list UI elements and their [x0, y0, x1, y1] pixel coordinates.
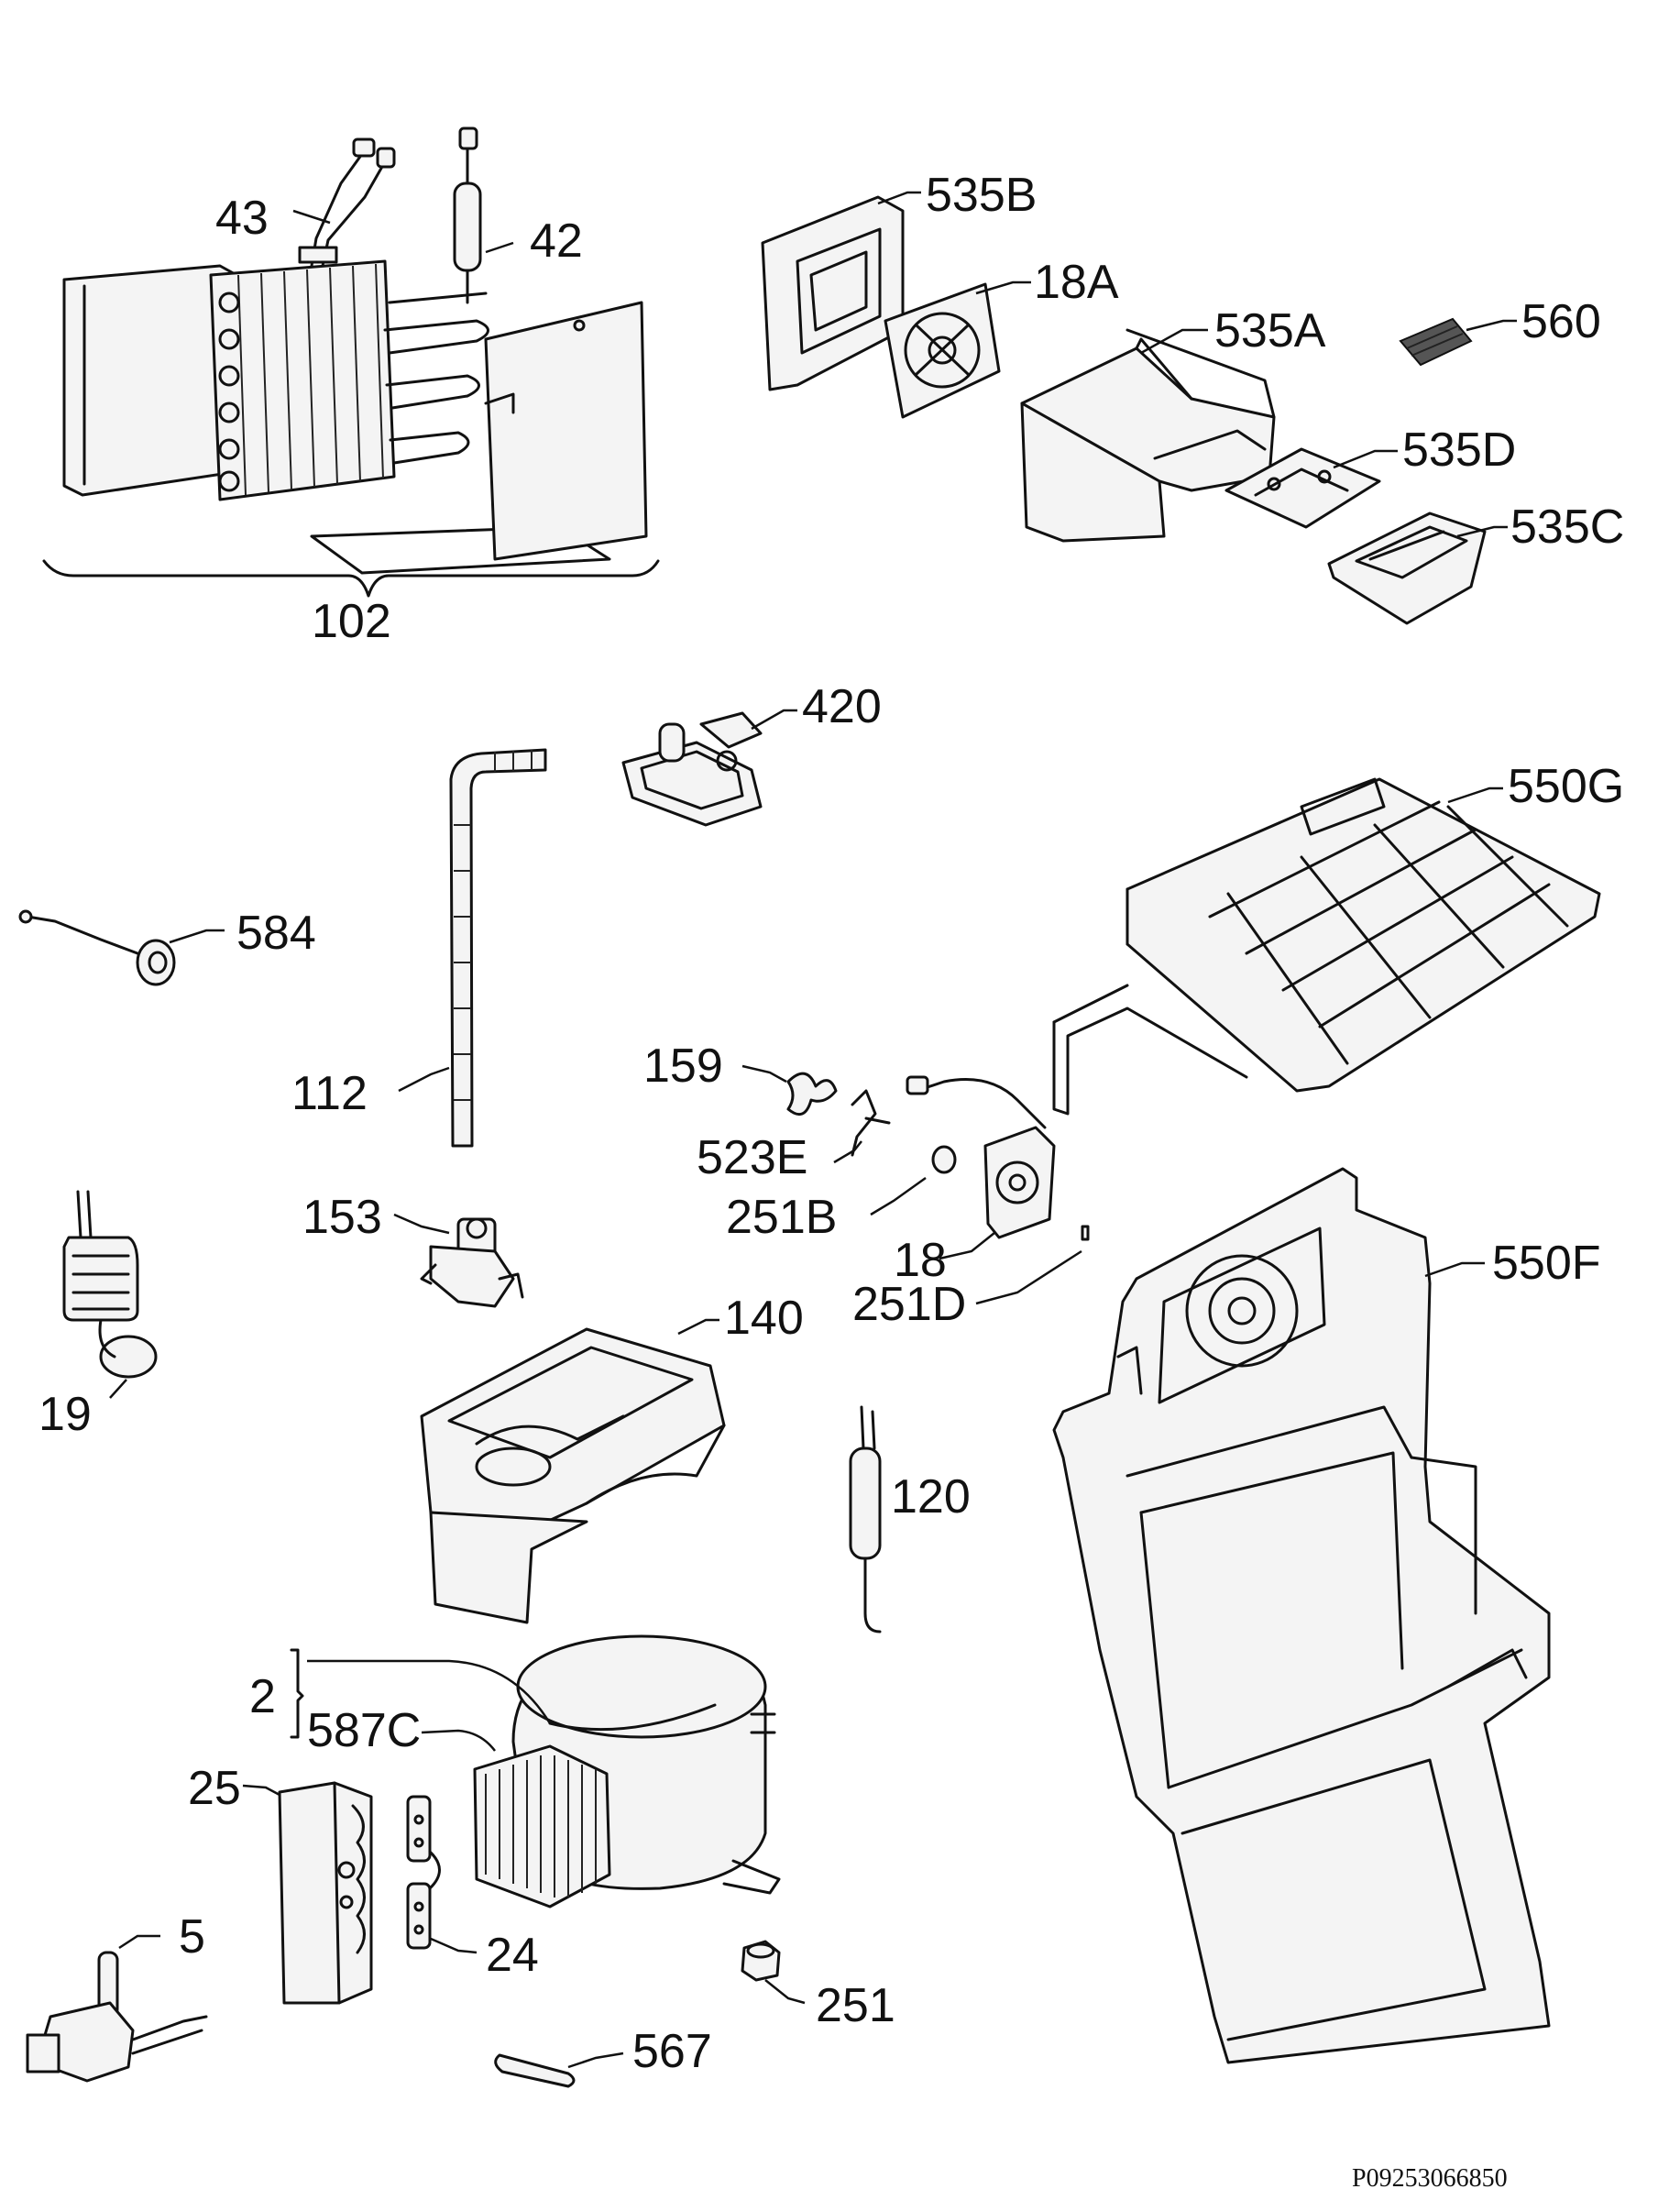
label-18: 18: [894, 1234, 947, 1287]
sensor-584: [18, 909, 225, 986]
compressor-group: [26, 1634, 806, 2088]
heater-19: [62, 1190, 158, 1399]
label-560: 560: [1521, 295, 1601, 348]
label-420: 420: [802, 680, 882, 733]
label-523E: 523E: [697, 1131, 807, 1184]
document-code: P09253066850: [1352, 2164, 1508, 2193]
label-2: 2: [249, 1670, 276, 1723]
label-112: 112: [291, 1067, 368, 1120]
valve-153: [393, 1213, 524, 1308]
label-120: 120: [891, 1470, 971, 1524]
part-labels: 43 42 102 535B 18A 535A 560 535D 535C 42…: [38, 169, 1624, 2193]
bracket-420: [621, 709, 797, 827]
air-duct-550F: [1052, 1167, 1551, 2064]
label-43: 43: [215, 192, 269, 245]
label-102: 102: [312, 595, 391, 648]
label-535D: 535D: [1402, 424, 1516, 477]
label-550G: 550G: [1508, 760, 1624, 813]
label-140: 140: [724, 1292, 804, 1345]
label-42: 42: [530, 214, 583, 268]
dispenser-group-535: [761, 191, 1517, 625]
evaporator-assembly-102: [42, 126, 660, 598]
label-584: 584: [236, 907, 316, 960]
label-159: 159: [643, 1040, 723, 1093]
label-587C: 587C: [307, 1704, 421, 1757]
drip-tray-140: [420, 1318, 726, 1624]
label-535C: 535C: [1510, 500, 1624, 554]
label-24: 24: [486, 1929, 539, 1982]
label-251B: 251B: [726, 1191, 837, 1244]
heater-tube-112: [398, 748, 547, 1148]
label-5: 5: [179, 1910, 205, 1964]
label-535B: 535B: [926, 169, 1037, 222]
label-251D: 251D: [852, 1278, 966, 1331]
shelf-rack-550G: [1052, 777, 1601, 1116]
label-535A: 535A: [1214, 304, 1326, 358]
label-251: 251: [816, 1979, 895, 2032]
filter-drier-120: [849, 1405, 882, 1634]
label-550F: 550F: [1492, 1237, 1601, 1290]
fan-motor-group: [741, 1064, 1090, 1305]
label-19: 19: [38, 1388, 92, 1441]
label-567: 567: [632, 2025, 712, 2078]
label-25: 25: [188, 1762, 241, 1815]
label-18A: 18A: [1034, 256, 1119, 309]
label-153: 153: [302, 1191, 382, 1244]
